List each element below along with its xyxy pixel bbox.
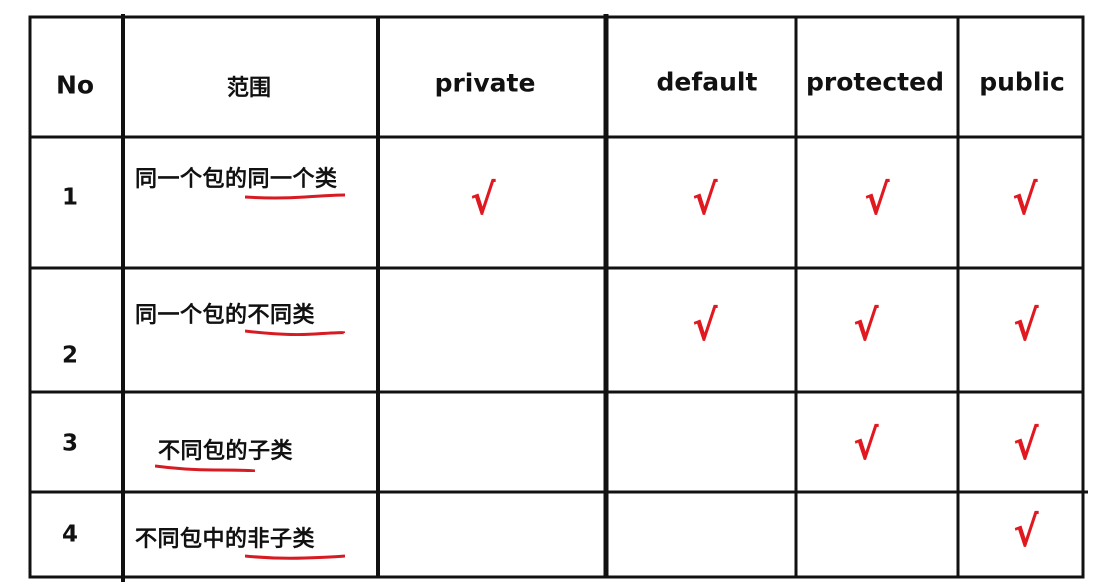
underlined-text: 非子类 — [244, 527, 345, 560]
scope-emphasis: 不同包 — [158, 439, 226, 464]
table-border — [28, 15, 1085, 579]
check-mark: √ — [1013, 507, 1039, 556]
scope-text-tail: 的子类 — [225, 439, 294, 464]
scope-emphasis: 同一个类 — [247, 167, 338, 192]
check-mark: √ — [853, 301, 879, 350]
underlined-text: 不同类 — [244, 303, 345, 336]
check-mark: √ — [692, 301, 718, 350]
red-underline — [244, 554, 345, 560]
row-number: 3 — [61, 430, 79, 457]
underlined-text: 同一个类 — [244, 167, 345, 200]
scope-label: 同一个包的同一个类 — [135, 167, 345, 200]
scope-emphasis: 不同类 — [247, 303, 316, 328]
header-private: private — [434, 68, 536, 98]
scope-label: 同一个包的不同类 — [135, 303, 345, 336]
check-mark: √ — [1012, 175, 1038, 224]
red-underline — [244, 329, 345, 336]
check-mark: √ — [1013, 301, 1039, 350]
check-mark: √ — [864, 175, 890, 224]
check-mark: √ — [853, 420, 879, 469]
row-number: 4 — [61, 521, 79, 548]
scope-text: 同一个包的 — [135, 167, 248, 192]
row-number: 2 — [61, 342, 79, 369]
header-scope: 范围 — [226, 76, 272, 101]
scope-label: 不同包的子类 — [155, 439, 294, 472]
header-default: default — [656, 67, 758, 97]
underlined-text: 不同包 — [155, 439, 255, 472]
red-underline — [155, 464, 255, 472]
header-public: public — [979, 67, 1065, 97]
row-number: 1 — [61, 184, 79, 211]
check-mark: √ — [1013, 420, 1039, 469]
scope-label: 不同包中的非子类 — [135, 527, 345, 560]
check-mark: √ — [470, 175, 496, 224]
check-mark: √ — [692, 175, 718, 224]
header-protected: protected — [806, 67, 944, 97]
scope-text: 不同包中的 — [135, 527, 248, 552]
header-no: No — [55, 70, 95, 100]
scope-text: 同一个包的 — [135, 303, 248, 328]
red-underline — [244, 193, 345, 200]
scope-emphasis: 非子类 — [247, 527, 316, 552]
